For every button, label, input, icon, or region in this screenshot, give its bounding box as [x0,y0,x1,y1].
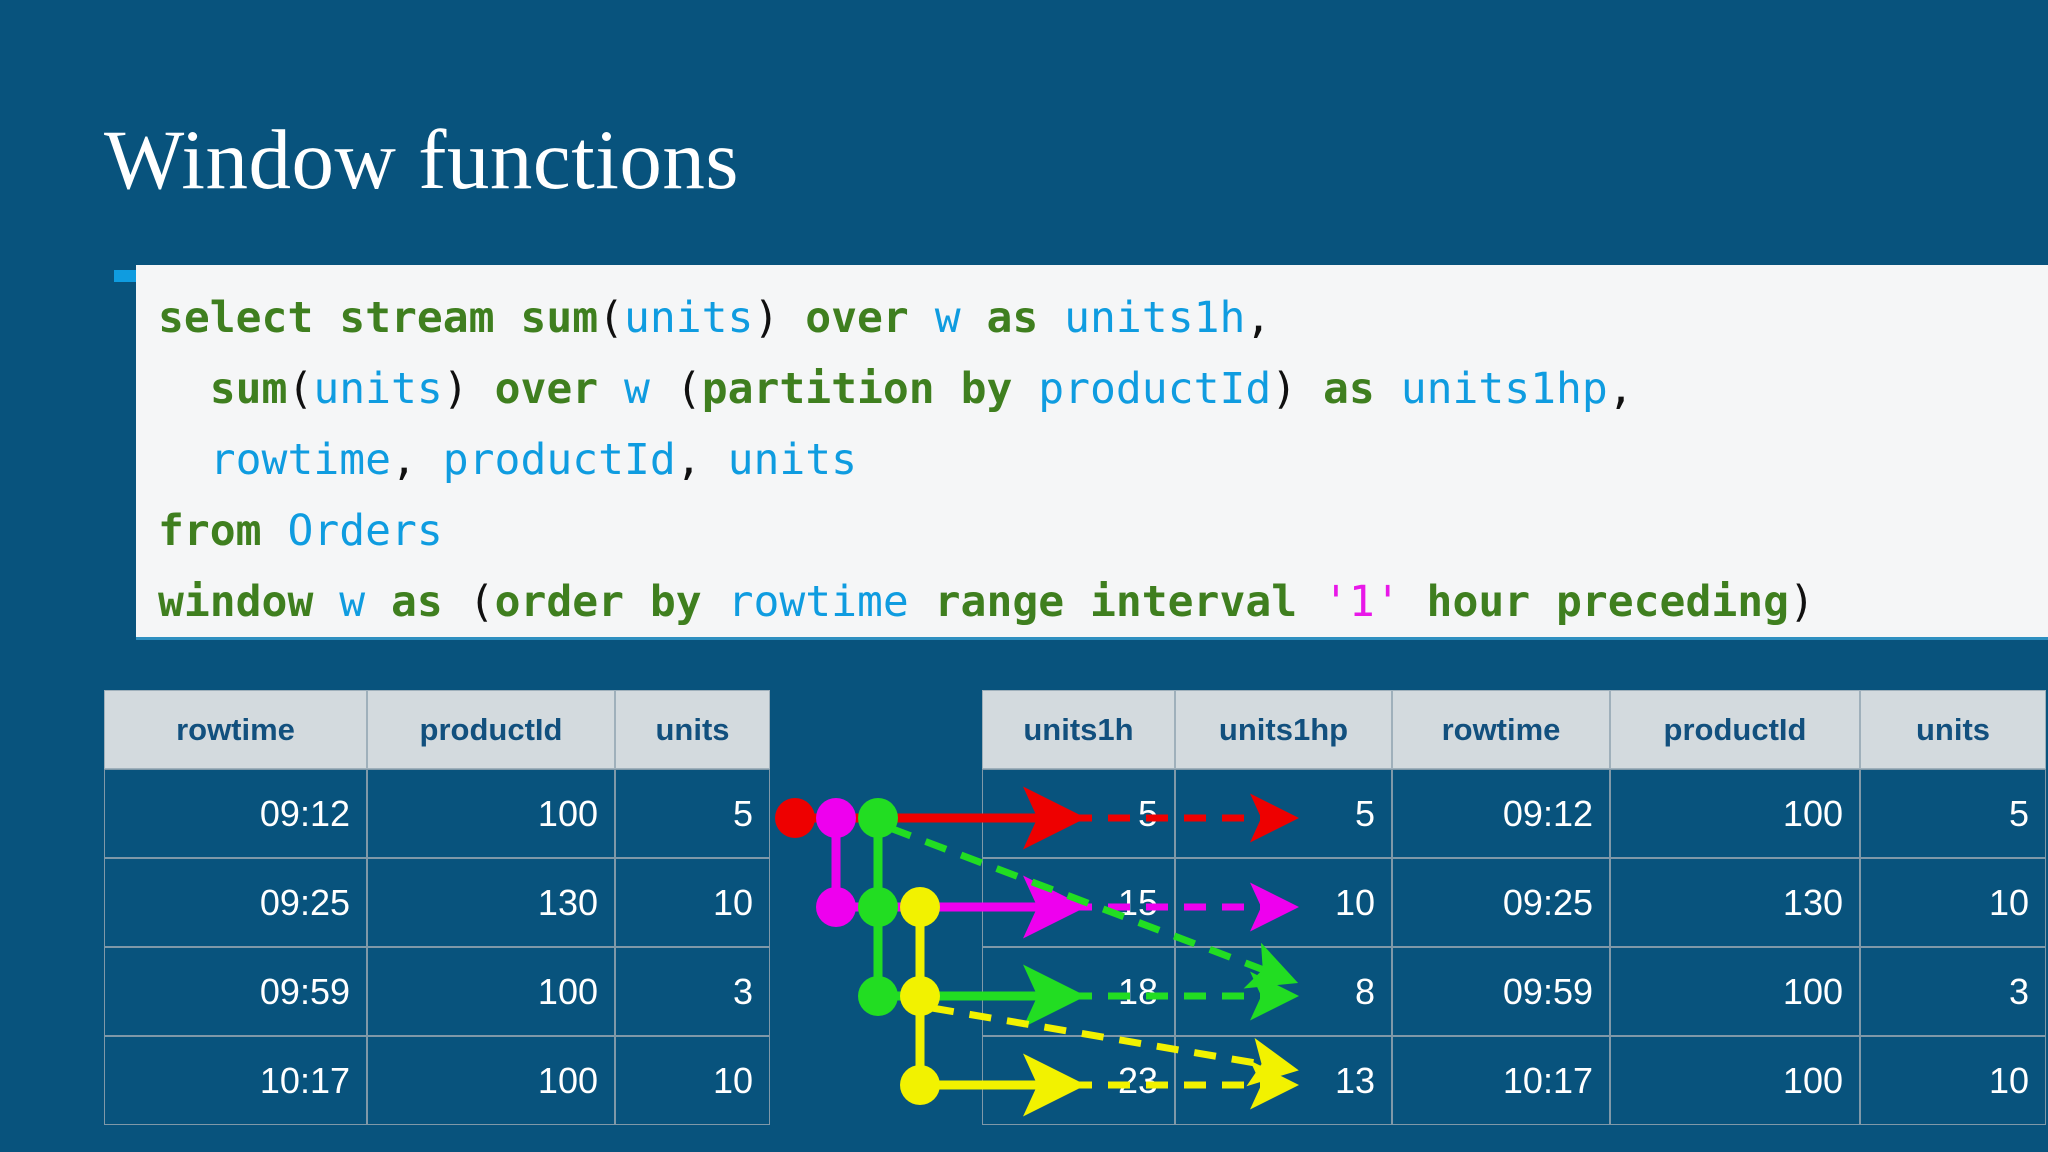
output-results-table: units1h units1hp rowtime productId units… [982,690,2046,1125]
cell-units: 5 [615,769,770,858]
cell-productid: 100 [367,1036,615,1125]
marker-row1-green [858,798,898,838]
marker-row2-green [858,887,898,927]
cell-productid: 100 [1610,769,1860,858]
table-row: 15 10 09:25 130 10 [982,858,2046,947]
cell-rowtime: 10:17 [104,1036,367,1125]
cell-units: 5 [1860,769,2046,858]
cell-units1h: 15 [982,858,1175,947]
cell-units1h: 23 [982,1036,1175,1125]
cell-units1hp: 10 [1175,858,1392,947]
cell-units: 10 [1860,858,2046,947]
cell-rowtime: 09:25 [104,858,367,947]
marker-dots-group [775,798,940,1105]
cell-productid: 100 [1610,947,1860,1036]
cell-units1hp: 8 [1175,947,1392,1036]
code-line-1: select stream sum(units) over w as units… [158,293,1272,343]
marker-row4-yellow [900,1065,940,1105]
table-row: 5 5 09:12 100 5 [982,769,2046,858]
table-row: 09:59 100 3 [104,947,770,1036]
marker-row2-magenta [816,887,856,927]
cell-productid: 130 [1610,858,1860,947]
code-line-4: from Orders [158,506,443,556]
cell-units: 3 [615,947,770,1036]
page-title: Window functions [104,113,739,207]
table-header-row: rowtime productId units [104,690,770,769]
col-header-rowtime: rowtime [104,690,367,769]
cell-rowtime: 09:12 [1392,769,1610,858]
connector-vertical-group [831,818,925,1085]
marker-row3-yellow [900,976,940,1016]
marker-row2-yellow [900,887,940,927]
cell-rowtime: 09:12 [104,769,367,858]
table-row: 23 13 10:17 100 10 [982,1036,2046,1125]
cell-units1h: 5 [982,769,1175,858]
cell-productid: 100 [367,947,615,1036]
marker-row3-green [858,976,898,1016]
cell-rowtime: 09:59 [1392,947,1610,1036]
code-line-2: sum(units) over w (partition by productI… [209,364,1634,414]
cell-units1hp: 13 [1175,1036,1392,1125]
input-orders-table: rowtime productId units 09:12 100 5 09:2… [104,690,770,1125]
col-header-productid: productId [1610,690,1860,769]
col-header-units1hp: units1hp [1175,690,1392,769]
table-row: 18 8 09:59 100 3 [982,947,2046,1036]
cell-units1h: 18 [982,947,1175,1036]
cell-rowtime: 09:59 [104,947,367,1036]
cell-units: 3 [1860,947,2046,1036]
cell-units1hp: 5 [1175,769,1392,858]
cell-units: 10 [1860,1036,2046,1125]
col-header-rowtime: rowtime [1392,690,1610,769]
col-header-units: units [1860,690,2046,769]
col-header-units: units [615,690,770,769]
sql-code-block: select stream sum(units) over w as units… [136,265,2048,640]
col-header-units1h: units1h [982,690,1175,769]
cell-rowtime: 09:25 [1392,858,1610,947]
table-header-row: units1h units1hp rowtime productId units [982,690,2046,769]
table-row: 09:25 130 10 [104,858,770,947]
marker-row1-red [775,798,815,838]
accent-tick-icon [114,270,142,282]
cell-units: 10 [615,1036,770,1125]
marker-row1-magenta [816,798,856,838]
cell-productid: 100 [1610,1036,1860,1125]
table-row: 09:12 100 5 [104,769,770,858]
code-line-5: window w as (order by rowtime range inte… [158,577,1815,627]
cell-units: 10 [615,858,770,947]
code-line-3: rowtime, productId, units [209,435,858,485]
cell-productid: 100 [367,769,615,858]
table-row: 10:17 100 10 [104,1036,770,1125]
cell-productid: 130 [367,858,615,947]
connector-horizontal-stubs [795,813,920,1001]
cell-rowtime: 10:17 [1392,1036,1610,1125]
col-header-productid: productId [367,690,615,769]
